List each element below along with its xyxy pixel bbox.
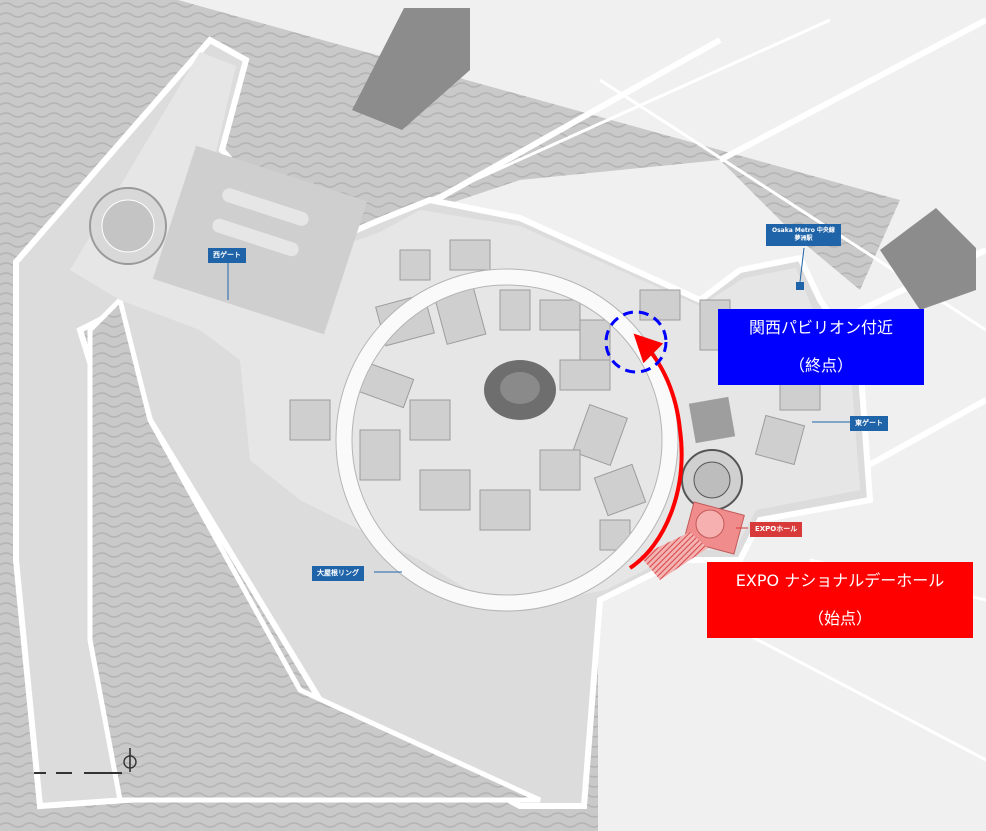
parking-block-north	[352, 8, 470, 130]
grand-ring-edge-inner	[351, 284, 663, 596]
station-name-label: 夢洲駅	[794, 235, 813, 242]
station-leader	[799, 247, 805, 283]
seawall-inner	[87, 295, 542, 803]
station-marker	[796, 282, 804, 290]
expo-hall-dome	[695, 509, 725, 539]
start-point-callout: EXPO ナショナルデーホール （始点）	[707, 562, 973, 638]
road-upper	[398, 17, 986, 473]
west-gate-label: 西ゲート	[208, 248, 246, 263]
start-point-name: EXPO ナショナルデーホール	[735, 571, 945, 590]
grand-ring	[336, 269, 678, 611]
endpoint-circle	[604, 310, 668, 374]
end-point-name: 関西パビリオン付近	[748, 318, 893, 337]
grand-ring-label: 大屋根リング	[312, 566, 364, 581]
national-day-hall-area	[640, 532, 708, 580]
north-arrow-icon	[123, 748, 137, 772]
west-pier-slot-1	[222, 188, 309, 226]
road-grid	[429, 18, 986, 762]
end-point-callout: 関西パビリオン付近 （終点）	[718, 309, 924, 385]
expo-hall-label: EXPOホール	[750, 522, 803, 537]
route-arrow	[628, 333, 684, 570]
east-gate-label: 東ゲート	[850, 416, 888, 431]
grand-ring-edge-outer	[335, 268, 679, 612]
station-label: Osaka Metro 中央線 夢洲駅	[766, 224, 841, 246]
end-point-tag: （終点）	[788, 356, 853, 375]
start-point-tag: （始点）	[807, 609, 872, 628]
parking-block-east	[880, 208, 976, 310]
west-plaza-dome	[101, 199, 155, 253]
west-pier-slot-2	[212, 218, 299, 257]
east-dome-inner	[693, 461, 731, 499]
east-pavilion	[688, 396, 736, 444]
central-forest-core	[500, 372, 540, 404]
station-line-label: Osaka Metro 中央線	[772, 227, 835, 234]
